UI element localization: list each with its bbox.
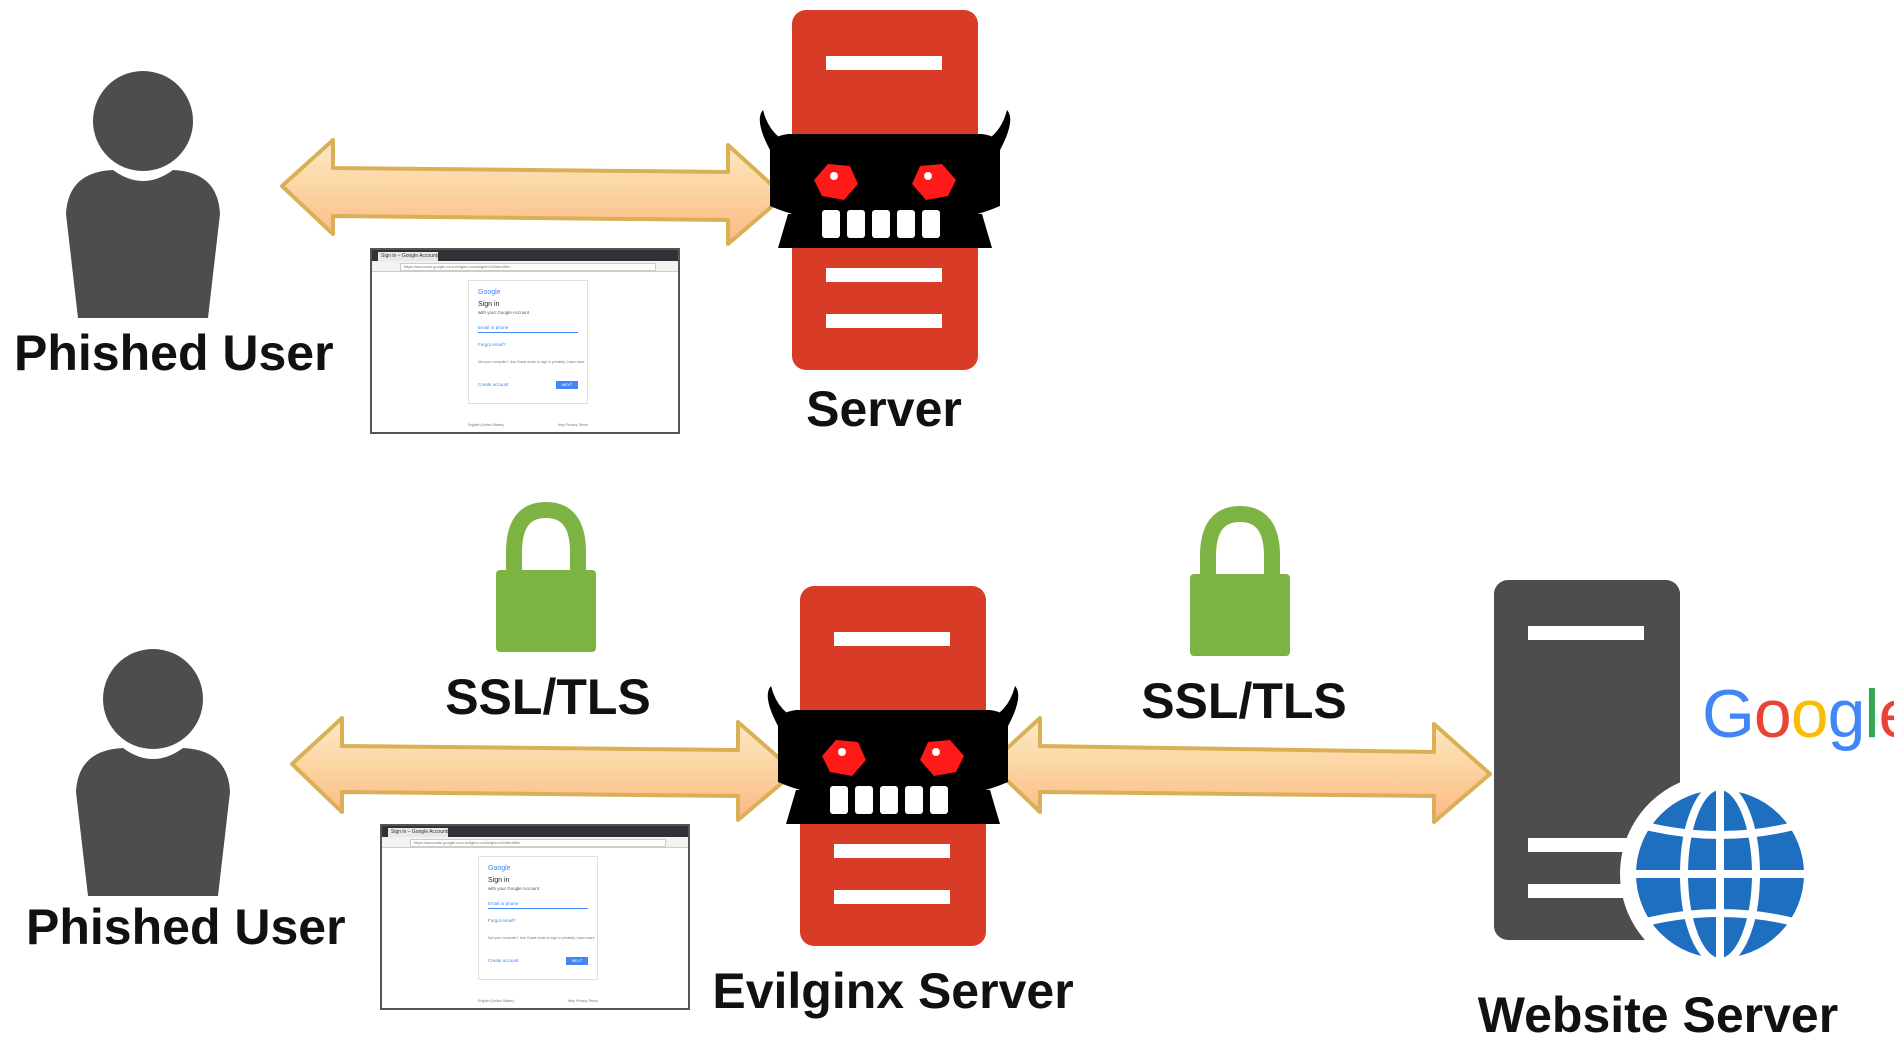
create-account-link: Create account bbox=[478, 382, 509, 387]
phished-user-label: Phished User bbox=[14, 325, 334, 381]
google-logo: Google bbox=[1702, 676, 1894, 752]
forgot-email-link: Forgot email? bbox=[478, 342, 506, 347]
guest-note: Not your computer? Use Guest mode to sig… bbox=[488, 935, 595, 940]
email-field: Email or phone bbox=[488, 900, 519, 906]
double-arrow-icon-right bbox=[988, 716, 1492, 824]
address-bar: https://accounts.google.com.evilginx.com… bbox=[400, 263, 656, 271]
browser-tab: Sign in – Google Accounts bbox=[388, 828, 448, 837]
email-field: Email or phone bbox=[478, 324, 509, 330]
globe-icon bbox=[1620, 774, 1820, 974]
evilginx-server-label: Evilginx Server bbox=[712, 963, 1074, 1019]
signin-heading: Sign in bbox=[488, 877, 510, 884]
next-button: NEXT bbox=[566, 957, 588, 965]
ssl-tls-label-right: SSL/TLS bbox=[1141, 673, 1347, 729]
website-server-label: Website Server bbox=[1477, 987, 1839, 1043]
google-wordmark: Google bbox=[488, 865, 511, 872]
lock-icon-2 bbox=[1190, 514, 1290, 656]
footer-links: Help Privacy Terms bbox=[567, 998, 598, 1003]
double-arrow-icon-left bbox=[290, 716, 797, 822]
create-account-link: Create account bbox=[488, 958, 519, 963]
browser-screenshot: Sign in – Google Accounts https://accoun… bbox=[370, 248, 680, 434]
language-select: English (United States) bbox=[478, 998, 514, 1003]
footer-links: Help Privacy Terms bbox=[557, 422, 588, 427]
signin-subheading: with your Google Account bbox=[488, 886, 540, 891]
google-wordmark: Google bbox=[478, 289, 501, 296]
phished-user-person-icon-2 bbox=[76, 649, 230, 896]
lock-icon bbox=[496, 510, 596, 652]
signin-heading: Sign in bbox=[478, 301, 500, 308]
guest-note: Not your computer? Use Guest mode to sig… bbox=[478, 359, 585, 364]
address-bar: https://accounts.google.com.evilginx.com… bbox=[410, 839, 666, 847]
server-label: Server bbox=[806, 381, 962, 437]
next-button: NEXT bbox=[556, 381, 578, 389]
language-select: English (United States) bbox=[468, 422, 504, 427]
browser-tab: Sign in – Google Accounts bbox=[378, 252, 438, 261]
signin-subheading: with your Google Account bbox=[478, 310, 530, 315]
browser-screenshot-2: Sign in – Google Accounts https://accoun… bbox=[380, 824, 690, 1010]
phished-user-label-2: Phished User bbox=[26, 899, 346, 955]
double-arrow-icon bbox=[280, 138, 786, 246]
signin-card: Google Sign in with your Google Account … bbox=[468, 280, 588, 404]
ssl-tls-label-left: SSL/TLS bbox=[445, 669, 651, 725]
forgot-email-link: Forgot email? bbox=[488, 918, 516, 923]
phished-user-person-icon bbox=[66, 71, 220, 318]
signin-card: Google Sign in with your Google Account … bbox=[478, 856, 598, 980]
